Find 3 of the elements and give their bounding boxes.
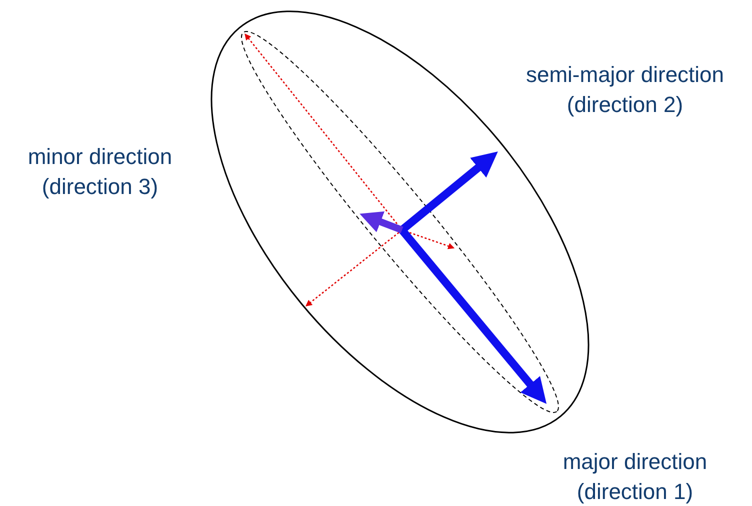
- direction-label: semi-major direction (direction 2): [524, 61, 726, 119]
- direction-label: major direction (direction 1): [562, 448, 708, 506]
- direction-label: minor direction (direction 3): [26, 143, 174, 201]
